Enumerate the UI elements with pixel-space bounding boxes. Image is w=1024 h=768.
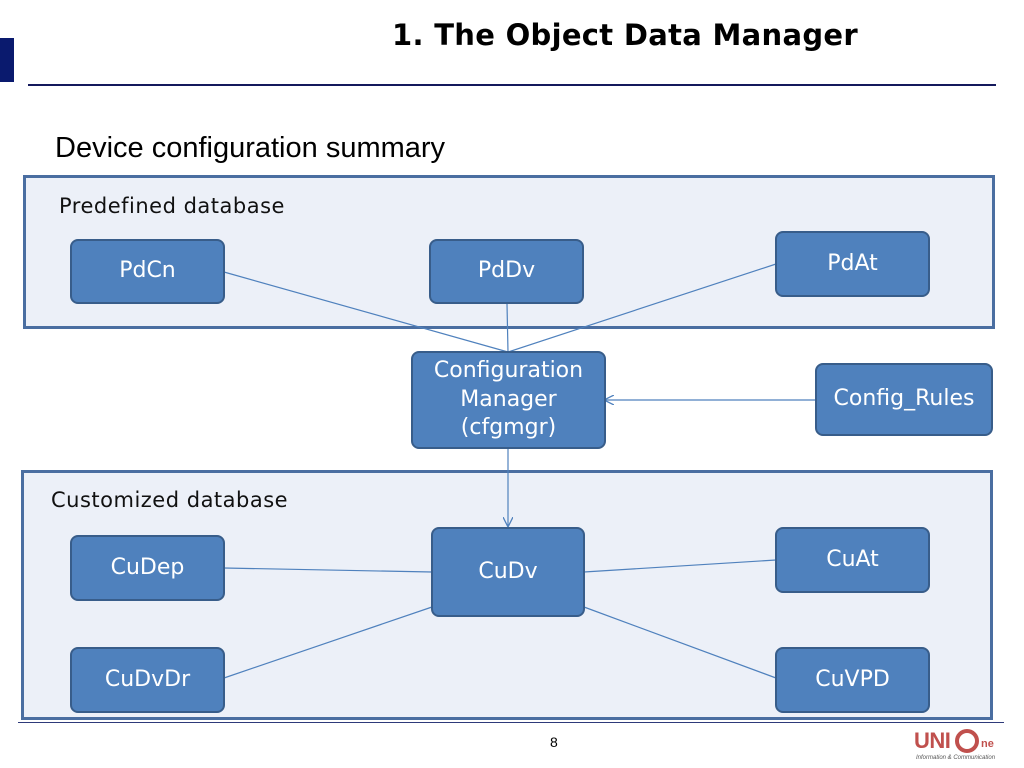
node-cuvpd: CuVPD (775, 647, 930, 713)
customized-database-label: Customized database (51, 488, 289, 512)
link-cudep-cudv (223, 567, 433, 573)
node-pdcn: PdCn (70, 239, 225, 304)
node-cudep-label: CuDep (110, 554, 185, 580)
logo-wordmark: UNI (914, 728, 951, 753)
slide-title: 1. The Object Data Manager (392, 18, 858, 52)
logo-ring-icon (955, 729, 979, 753)
logo-tagline: Information & Communication (916, 755, 996, 761)
footer-divider (18, 722, 1004, 723)
node-cudep: CuDep (70, 535, 225, 601)
cfgmgr-line-1: Configuration (433, 358, 584, 384)
title-accent-bar (0, 38, 14, 82)
slide-subtitle: Device configuration summary (55, 132, 446, 164)
node-configuration-manager: Configuration Manager (cfgmgr) (411, 351, 606, 449)
node-pddv: PdDv (429, 239, 584, 304)
node-config-rules-label: Config_Rules (833, 386, 975, 412)
link-pdcn-cfgmgr (223, 271, 509, 353)
logo-wordmark-suffix: ne (981, 738, 994, 750)
node-cuat: CuAt (775, 527, 930, 593)
node-cudv: CuDv (431, 527, 585, 617)
page-number: 8 (550, 734, 558, 750)
title-divider (28, 84, 996, 86)
node-pdat: PdAt (775, 231, 930, 297)
node-cudvdr-label: CuDvDr (104, 666, 191, 692)
link-pddv-cfgmgr (506, 303, 509, 353)
node-pdcn-label: PdCn (119, 258, 176, 284)
node-cudvdr: CuDvDr (70, 647, 225, 713)
node-pddv-label: PdDv (477, 258, 536, 284)
node-config-rules: Config_Rules (815, 363, 993, 436)
cfgmgr-line-2: Manager (460, 386, 557, 412)
link-cuat-cudv (583, 559, 777, 573)
predefined-database-label: Predefined database (59, 194, 285, 218)
node-cuvpd-label: CuVPD (815, 666, 890, 692)
company-logo: UNI ne Information & Communication (914, 728, 1006, 766)
link-cuvpd-cudv (583, 606, 777, 679)
node-pdat-label: PdAt (827, 250, 878, 276)
link-pdat-cfgmgr (507, 263, 777, 353)
link-cudvdr-cudv (223, 606, 433, 679)
cfgmgr-line-3: (cfgmgr) (460, 415, 557, 441)
node-cudv-label: CuDv (478, 558, 538, 584)
node-cuat-label: CuAt (826, 546, 879, 572)
